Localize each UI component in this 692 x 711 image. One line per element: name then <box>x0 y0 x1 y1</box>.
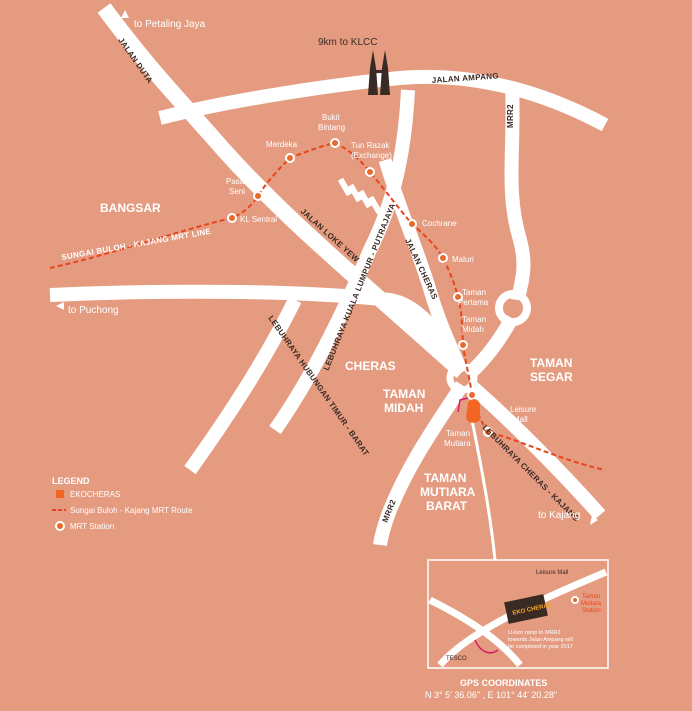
inset-station-1: Taman <box>582 594 600 600</box>
area-taman-mutiara-barat-1: TAMAN <box>424 471 466 485</box>
roundabout-cheras <box>446 362 478 394</box>
inset-tesco: TESCO <box>446 656 467 662</box>
ekocheras-site-marker[interactable] <box>466 399 480 423</box>
road-hubungan-timur-barat <box>184 296 302 475</box>
legend-mrt-station-swatch <box>55 521 65 531</box>
inset-map: EKO CHERAS Leisure Mall Taman Mutiara St… <box>427 559 609 669</box>
area-taman-midah-2: MIDAH <box>384 401 423 415</box>
arrow-right-icon <box>590 515 598 525</box>
label-taman-mutiara-2: Mutiara <box>444 439 471 448</box>
area-labels: BANGSAR CHERAS TAMAN MIDAH TAMAN SEGAR T… <box>100 201 573 513</box>
station-bukit-bintang[interactable] <box>330 138 340 148</box>
label-to-puchong: to Puchong <box>68 305 119 316</box>
roundabout-mrr2 <box>495 290 531 326</box>
station-merdeka[interactable] <box>285 153 295 163</box>
label-taman-midah-2: Midah <box>462 325 484 334</box>
legend: LEGEND EKOCHERAS Sungai Buloh - Kajang M… <box>52 476 193 531</box>
uturn-ramp <box>457 397 469 413</box>
inset-note-3: be completed in year 2017 <box>508 644 573 650</box>
road-jalan-ampang <box>158 69 609 132</box>
label-taman-pertama-2: Pertama <box>458 298 489 307</box>
road-label-mrr2-north: MRR2 <box>506 104 515 128</box>
label-to-kajang: to Kajang <box>538 510 580 521</box>
inset-station-3: Station <box>582 608 601 614</box>
label-tun-razak-1: Tun Razak <box>351 141 390 150</box>
gps-block: GPS COORDINATES N 3° 5' 36.06" , E 101° … <box>425 678 557 700</box>
station-pasar-seni[interactable] <box>253 191 263 201</box>
arrow-up-icon <box>121 10 129 18</box>
station-maluri[interactable] <box>438 253 448 263</box>
station-taman-pertama[interactable] <box>453 292 463 302</box>
label-kl-sentral: KL Sentral <box>240 215 277 224</box>
station-kl-sentral[interactable] <box>227 213 237 223</box>
area-taman-mutiara-barat-3: BARAT <box>426 499 468 513</box>
inset-note-1: U-turn ramp to MRR2 <box>508 630 561 636</box>
label-taman-pertama-1: Taman <box>462 288 486 297</box>
label-merdeka: Merdeka <box>266 140 298 149</box>
mrt-stations <box>227 138 493 437</box>
legend-mrt-route-label: Sungai Buloh - Kajang MRT Route <box>70 506 193 515</box>
label-pasar-seni-2: Seni <box>229 187 245 196</box>
label-cochrane: Cochrane <box>422 219 457 228</box>
road-mrr2-south <box>373 381 468 547</box>
legend-title: LEGEND <box>52 476 90 486</box>
area-taman-segar-2: SEGAR <box>530 370 573 384</box>
station-leisure-mall[interactable] <box>483 427 493 437</box>
area-taman-segar-1: TAMAN <box>530 356 572 370</box>
inset-note-2: towards Jalan Ampang will <box>508 637 573 643</box>
inset-uturn-ramp <box>474 639 499 654</box>
tun-razak-stripes <box>337 177 383 215</box>
station-labels: KL Sentral Pasar Seni Merdeka Bukit Bint… <box>226 113 537 448</box>
label-leisure-mall-2: Mall <box>513 415 528 424</box>
inset-station-2: Mutiara <box>581 601 602 607</box>
road-network <box>49 3 609 561</box>
direction-labels: to Petaling Jaya to Puchong to Kajang 9k… <box>56 10 598 525</box>
station-taman-mutiara[interactable] <box>467 390 477 400</box>
road-cheras-kajang <box>465 379 606 520</box>
inset-pointer-line <box>468 409 497 561</box>
arrow-left-icon <box>56 302 64 310</box>
label-tun-razak-2: (Exchange) <box>351 151 392 160</box>
label-pasar-seni-1: Pasar <box>226 177 247 186</box>
area-taman-mutiara-barat-2: MUTIARA <box>420 485 476 499</box>
klcc-towers-icon <box>368 50 390 95</box>
gps-title: GPS COORDINATES <box>460 678 547 688</box>
road-kl-putrajaya <box>269 89 415 435</box>
legend-ekocheras-label: EKOCHERAS <box>70 490 120 499</box>
gps-value: N 3° 5' 36.06" , E 101° 44' 20.28" <box>425 690 557 700</box>
inset-ekocheras-logo: EKO CHERAS <box>504 594 552 624</box>
legend-mrt-station-label: MRT Station <box>70 522 114 531</box>
station-cochrane[interactable] <box>407 219 417 229</box>
legend-ekocheras-swatch <box>56 490 64 498</box>
label-taman-midah-1: Taman <box>462 315 486 324</box>
label-maluri: Maluri <box>452 255 474 264</box>
station-taman-midah[interactable] <box>458 340 468 350</box>
label-bukit-bintang-2: Bintang <box>318 123 345 132</box>
label-bukit-bintang-1: Bukit <box>322 113 341 122</box>
station-tun-razak[interactable] <box>365 167 375 177</box>
area-taman-midah-1: TAMAN <box>383 387 425 401</box>
label-klcc: 9km to KLCC <box>318 37 377 48</box>
inset-station-dot <box>571 596 579 604</box>
area-cheras: CHERAS <box>345 359 396 373</box>
area-bangsar: BANGSAR <box>100 201 161 215</box>
road-puchong <box>49 284 469 376</box>
label-to-petaling-jaya: to Petaling Jaya <box>134 19 206 30</box>
label-leisure-mall-1: Leisure <box>510 405 537 414</box>
inset-leisure-mall: Leisure Mall <box>536 570 568 576</box>
road-mrr2-north <box>504 84 531 302</box>
label-taman-mutiara-1: Taman <box>446 429 470 438</box>
